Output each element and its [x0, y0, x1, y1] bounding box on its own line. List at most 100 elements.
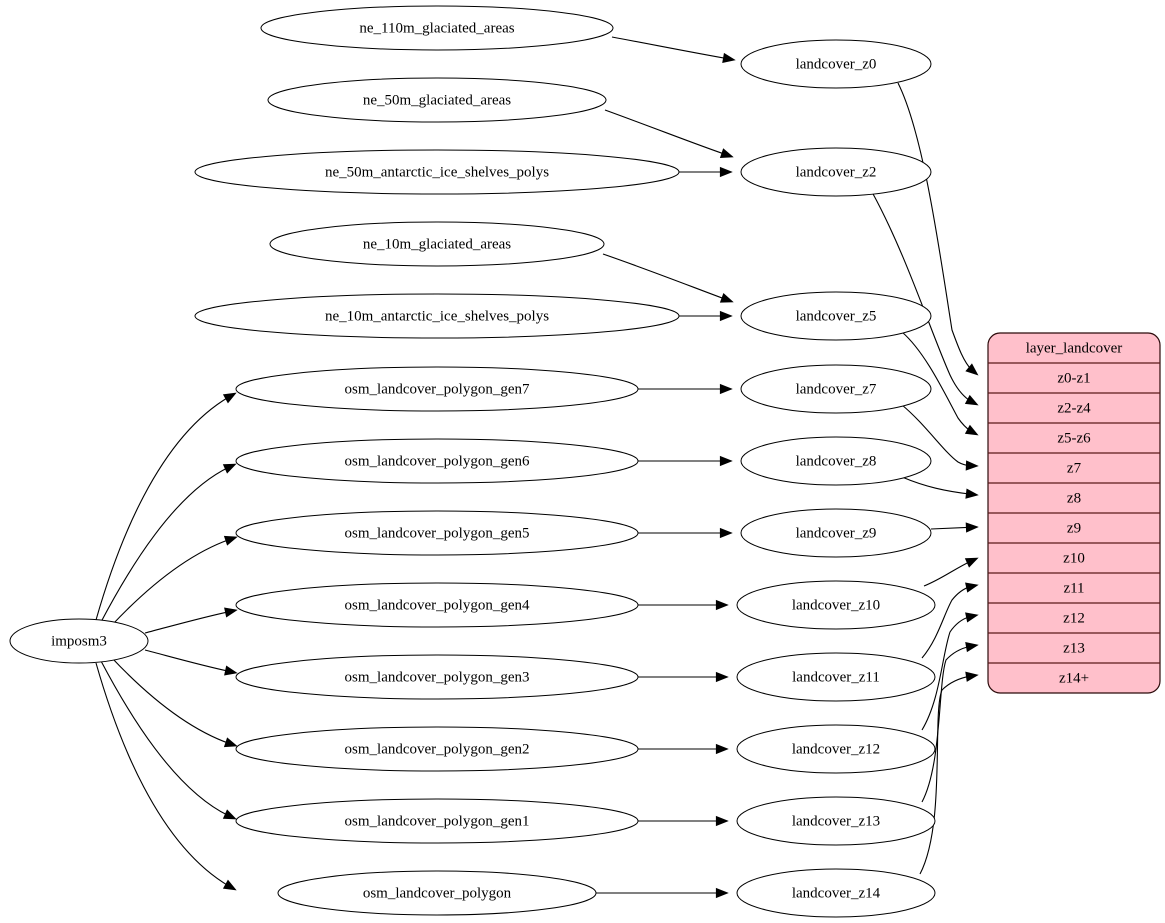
node-osm_landcover_polygon_gen4[interactable]: osm_landcover_polygon_gen4 [235, 582, 639, 628]
node-shape-landcover-view [736, 868, 936, 918]
layer-landcover-table[interactable]: layer_landcoverz0-z1z2-z4z5-z6z7z8z9z10z… [987, 332, 1161, 694]
node-label: landcover_z13 [792, 813, 880, 829]
edge-line [611, 36, 736, 61]
edge-landcover_z14-to-row_z14+ [919, 671, 979, 875]
node-ne_50m_antarctic_ice_shelves_polys[interactable]: ne_50m_antarctic_ice_shelves_polys [194, 149, 680, 195]
node-shape-source [9, 618, 149, 664]
edge-landcover_z8-to-row_z8 [901, 476, 979, 499]
node-landcover_z13[interactable]: landcover_z13 [736, 796, 936, 846]
arrow-head-icon [222, 463, 237, 474]
node-label: landcover_z7 [796, 381, 877, 397]
node-ne_110m_glaciated_areas[interactable]: ne_110m_glaciated_areas [260, 5, 614, 51]
table-row-z2-z4[interactable]: z2-z4 [988, 393, 1160, 423]
arrow-head-icon [965, 582, 979, 593]
edge-landcover_z5-to-row_z5-z6 [901, 331, 979, 436]
node-label: landcover_z2 [796, 164, 877, 180]
edge-landcover_z13-to-row_z13 [921, 641, 979, 803]
node-landcover_z10[interactable]: landcover_z10 [736, 580, 936, 630]
edge-osm_landcover_polygon_gen5-to-landcover_z9 [638, 527, 733, 539]
node-ne_10m_glaciated_areas[interactable]: ne_10m_glaciated_areas [269, 221, 605, 267]
arrow-head-icon [224, 665, 238, 676]
node-label: osm_landcover_polygon [363, 885, 512, 901]
node-shape-landcover-view [740, 364, 932, 414]
node-label: ne_50m_glaciated_areas [363, 92, 511, 108]
edge-imposm3-to-osm_landcover_polygon_gen6 [100, 463, 237, 623]
arrow-head-icon [965, 460, 979, 471]
node-osm_landcover_polygon_gen7[interactable]: osm_landcover_polygon_gen7 [235, 366, 639, 412]
arrow-head-icon [719, 310, 733, 322]
node-ne_10m_antarctic_ice_shelves_polys[interactable]: ne_10m_antarctic_ice_shelves_polys [194, 293, 680, 339]
node-shape-natural-earth-table [267, 77, 607, 123]
node-shape-landcover-view [736, 652, 936, 702]
edge-osm_landcover_polygon-to-landcover_z14 [596, 887, 729, 899]
table-row-z13[interactable]: z13 [988, 633, 1160, 663]
node-shape-landcover-view [740, 436, 932, 486]
table-row-label: z9 [1067, 520, 1081, 536]
node-label: landcover_z12 [792, 741, 880, 757]
arrow-head-icon [965, 641, 979, 653]
node-landcover_z7[interactable]: landcover_z7 [740, 364, 932, 414]
table-row-z0-z1[interactable]: z0-z1 [988, 363, 1160, 393]
node-landcover_z2[interactable]: landcover_z2 [740, 147, 932, 197]
node-label: osm_landcover_polygon_gen4 [345, 597, 530, 613]
node-imposm3[interactable]: imposm3 [9, 618, 149, 664]
node-ne_50m_glaciated_areas[interactable]: ne_50m_glaciated_areas [267, 77, 607, 123]
node-landcover_z9[interactable]: landcover_z9 [740, 508, 932, 558]
node-label: landcover_z8 [796, 453, 877, 469]
table-row-label: z12 [1063, 610, 1085, 626]
node-shape-osm-table [235, 798, 639, 844]
edge-imposm3-to-osm_landcover_polygon_gen5 [111, 535, 238, 626]
node-landcover_z5[interactable]: landcover_z5 [740, 291, 932, 341]
arrow-head-icon [222, 809, 237, 820]
table-row-z14+[interactable]: z14+ [988, 663, 1160, 693]
arrow-head-icon [719, 527, 733, 539]
table-row-label: z2-z4 [1057, 400, 1091, 416]
edge-line [100, 660, 237, 820]
node-shape-osm-table [277, 870, 597, 916]
node-shape-osm-table [235, 366, 639, 412]
node-osm_landcover_polygon_gen6[interactable]: osm_landcover_polygon_gen6 [235, 438, 639, 484]
node-osm_landcover_polygon_gen1[interactable]: osm_landcover_polygon_gen1 [235, 798, 639, 844]
table-row-z11[interactable]: z11 [988, 573, 1160, 603]
table-row-z8[interactable]: z8 [988, 483, 1160, 513]
table-row-label: z14+ [1059, 670, 1089, 686]
nodes-layer: imposm3 ne_110m_glaciated_areas ne_50m_gla… [9, 5, 936, 918]
arrow-head-icon [715, 671, 729, 683]
node-shape-landcover-view [736, 580, 936, 630]
node-shape-osm-table [235, 438, 639, 484]
node-landcover_z0[interactable]: landcover_z0 [740, 39, 932, 89]
node-landcover_z11[interactable]: landcover_z11 [736, 652, 936, 702]
node-shape-natural-earth-table [260, 5, 614, 51]
table-row-z5-z6[interactable]: z5-z6 [988, 423, 1160, 453]
edge-ne_50m_glaciated_areas-to-landcover_z2 [604, 109, 734, 158]
arrow-head-icon [715, 815, 729, 827]
table-row-z7[interactable]: z7 [988, 453, 1160, 483]
node-shape-landcover-view [740, 508, 932, 558]
edge-line [602, 253, 734, 303]
arrow-head-icon [722, 52, 736, 63]
table-row-z9[interactable]: z9 [988, 513, 1160, 543]
edge-osm_landcover_polygon_gen6-to-landcover_z8 [638, 455, 733, 467]
node-landcover_z14[interactable]: landcover_z14 [736, 868, 936, 918]
node-label: osm_landcover_polygon_gen2 [345, 741, 530, 757]
node-osm_landcover_polygon_gen5[interactable]: osm_landcover_polygon_gen5 [235, 510, 639, 556]
edge-line [100, 463, 237, 623]
node-label: landcover_z5 [796, 308, 877, 324]
table-row-z12[interactable]: z12 [988, 603, 1160, 633]
edge-line [919, 674, 979, 875]
arrow-head-icon [719, 292, 734, 303]
edge-line [901, 476, 979, 496]
node-landcover_z8[interactable]: landcover_z8 [740, 436, 932, 486]
node-landcover_z12[interactable]: landcover_z12 [736, 724, 936, 774]
node-osm_landcover_polygon_gen2[interactable]: osm_landcover_polygon_gen2 [235, 726, 639, 772]
node-osm_landcover_polygon[interactable]: osm_landcover_polygon [277, 870, 597, 916]
node-osm_landcover_polygon_gen3[interactable]: osm_landcover_polygon_gen3 [235, 654, 639, 700]
node-label: osm_landcover_polygon_gen1 [345, 813, 530, 829]
table-row-z10[interactable]: z10 [988, 543, 1160, 573]
arrow-head-icon [965, 363, 979, 376]
table-row-label: z8 [1067, 490, 1081, 506]
arrow-head-icon [965, 612, 979, 623]
edge-line [95, 662, 237, 891]
edge-imposm3-to-osm_landcover_polygon_gen1 [100, 660, 237, 820]
